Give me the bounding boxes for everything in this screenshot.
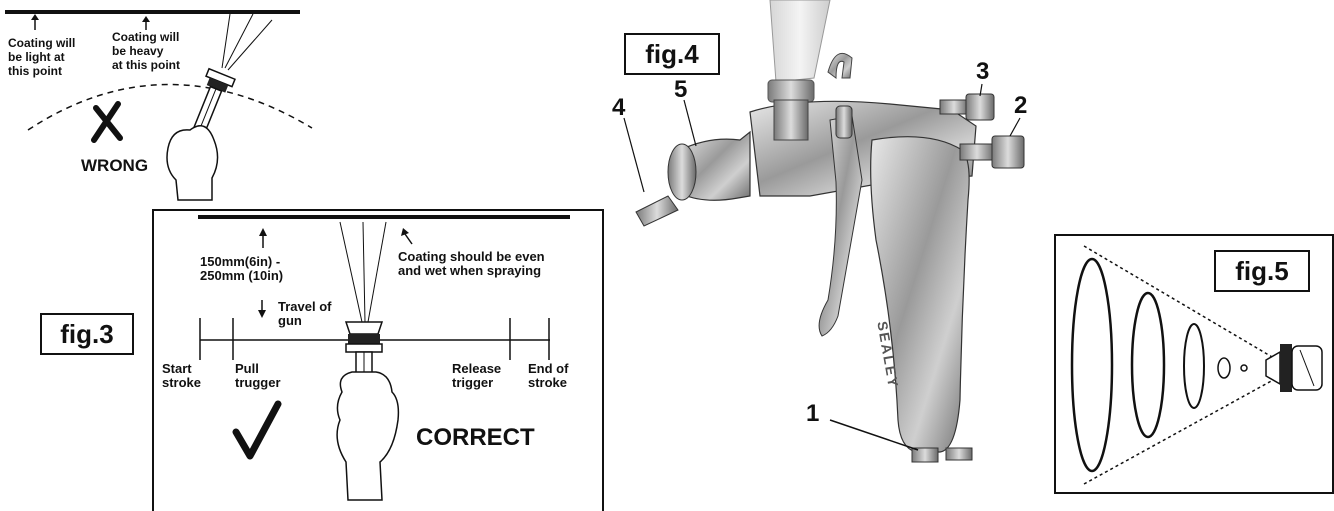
- spray-pattern-diagram: [1070, 245, 1323, 485]
- correct-diagram: [198, 215, 570, 501]
- release-trigger-label: Release trigger: [452, 361, 502, 390]
- callout-3: 3: [976, 58, 990, 85]
- light-coating-note: Coating will be light at this point: [8, 36, 76, 78]
- correct-label: CORRECT: [416, 424, 535, 451]
- spray-gun-illustration: [623, 0, 1025, 463]
- fig3-label: fig.3: [40, 313, 134, 355]
- heavy-coating-note: Coating will be heavy at this point: [112, 30, 180, 72]
- even-coating-note: Coating should be even and wet when spra…: [398, 249, 545, 278]
- wrong-label: WRONG: [81, 156, 149, 175]
- callout-1: 1: [806, 400, 820, 427]
- start-stroke-label: Start stroke: [162, 361, 202, 390]
- wrong-diagram: [5, 10, 313, 201]
- fig5-label: fig.5: [1214, 250, 1310, 292]
- callout-2: 2: [1014, 92, 1028, 119]
- pull-trigger-label: Pull trugger: [235, 361, 281, 390]
- callout-5: 5: [674, 76, 688, 103]
- fig4-label: fig.4: [624, 33, 720, 75]
- callout-4: 4: [612, 94, 626, 121]
- travel-of-gun-label: Travel of gun: [278, 299, 332, 328]
- end-stroke-label: End of stroke: [528, 361, 569, 390]
- distance-label: 150mm(6in) - 250mm (10in): [200, 254, 284, 283]
